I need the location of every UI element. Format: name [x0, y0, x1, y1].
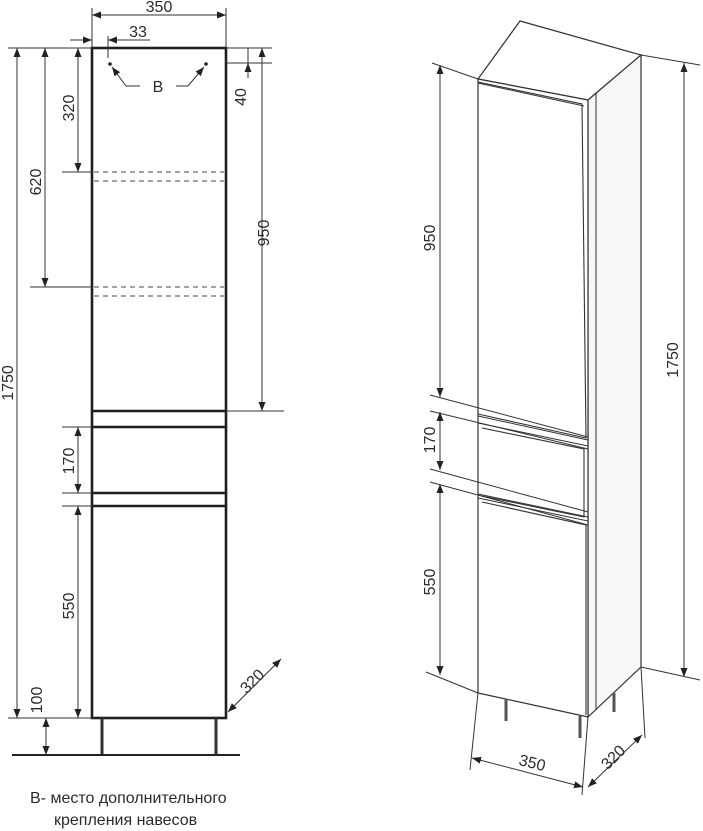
iso-dim-lower-door-label: 550 [422, 569, 439, 596]
dim-upper-door-label: 950 [256, 220, 273, 247]
hanger-point-left [108, 62, 112, 66]
dim-lower-door-label: 550 [61, 593, 78, 620]
ext-line [640, 666, 701, 681]
dim-depth-label: 320 [237, 666, 268, 697]
ext-line [429, 481, 589, 526]
ext-line [431, 62, 479, 80]
iso-dim-width-label: 350 [517, 752, 547, 775]
dim-top-margin-label: 40 [233, 88, 250, 106]
gap-line [477, 415, 589, 441]
dim-shelf1-label: 320 [61, 95, 78, 122]
iso-dim-width [471, 756, 584, 789]
ext-line [640, 54, 701, 66]
caption-line-1: B- место дополнительного [30, 790, 227, 807]
dim-depth [227, 658, 282, 713]
iso-dim-drawer-label: 170 [422, 427, 439, 454]
ext-line [429, 410, 589, 450]
dim-height-total-label: 1750 [0, 365, 17, 401]
ext-line [425, 671, 479, 694]
dim-shelf2-label: 620 [28, 169, 45, 196]
dim-legs-label: 100 [29, 687, 46, 714]
door-edge [477, 82, 585, 107]
hanger-leader-right [176, 66, 205, 87]
ext-line [429, 394, 589, 438]
drawer-front [481, 427, 585, 518]
dim-width-label: 350 [146, 0, 173, 16]
shelf-2 [94, 286, 224, 297]
lower-door [481, 501, 587, 715]
lower-door-edge [477, 497, 589, 522]
ext-line [581, 716, 589, 796]
front-view: B 350 33 1750 620 320 40 950 [0, 0, 284, 756]
caption-line-2: крепления навесов [54, 812, 197, 829]
cabinet-outline [90, 46, 228, 720]
iso-view: 950 170 550 1750 350 320 [422, 20, 701, 796]
iso-dim-upper-door-label: 950 [422, 225, 439, 252]
iso-dim-depth-label: 320 [598, 742, 629, 773]
iso-legs [504, 693, 616, 738]
iso-dim-height-label: 1750 [665, 342, 682, 378]
hanger-label: B [153, 79, 164, 96]
gap-line [477, 493, 589, 518]
hanger-point-right [204, 62, 208, 66]
dim-offset-label: 33 [129, 24, 147, 41]
dim-drawer-label: 170 [61, 448, 78, 475]
shelf-1 [94, 171, 224, 182]
ext-line [429, 468, 589, 513]
iso-dim-depth [587, 734, 643, 788]
ext-line [469, 692, 479, 771]
upper-door [477, 81, 587, 439]
ext-line [640, 666, 646, 739]
cabinet-front-face [477, 78, 589, 718]
hanger-leader-left [111, 66, 140, 87]
